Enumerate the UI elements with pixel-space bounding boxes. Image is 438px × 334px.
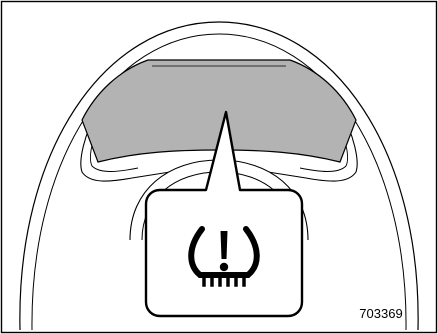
exclamation-mark <box>221 231 228 259</box>
figure-reference-number: 703369 <box>359 306 402 321</box>
exclamation-dot <box>220 263 228 271</box>
